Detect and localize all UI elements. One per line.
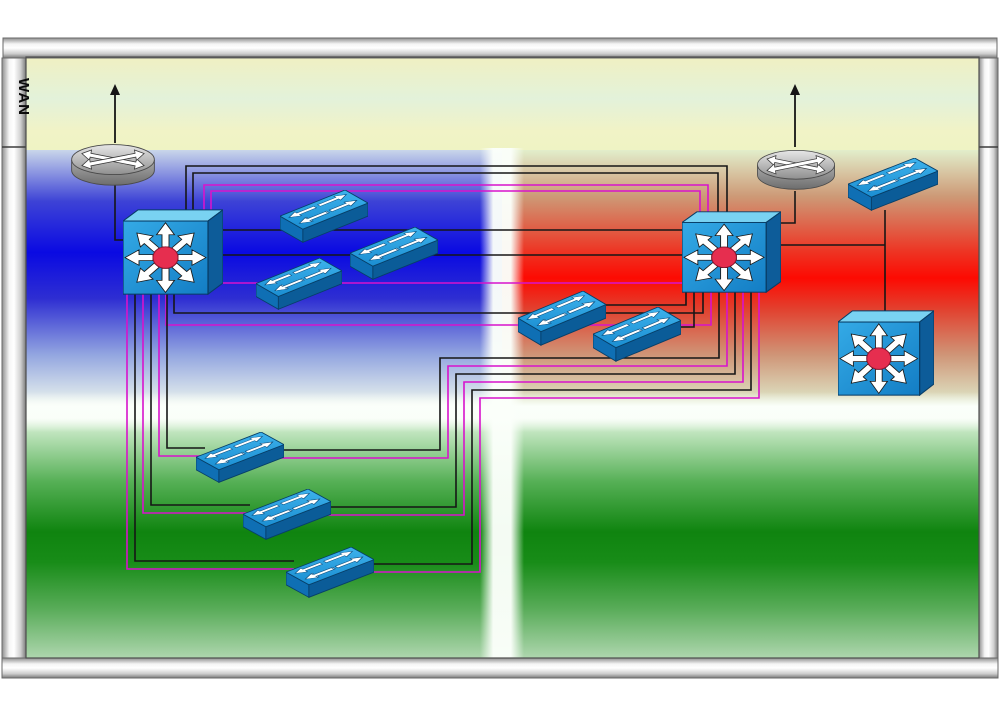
- frame-bottom-bar: [1, 657, 999, 679]
- network-link: [185, 165, 728, 213]
- network-link: [327, 292, 736, 508]
- frame-top-bar: [2, 37, 998, 59]
- network-link: [369, 292, 760, 573]
- router-right[interactable]: [757, 149, 835, 190]
- connection-links: [114, 165, 886, 573]
- network-link: [173, 292, 704, 314]
- network-link: [126, 293, 294, 570]
- content-border: [25, 56, 980, 659]
- wan-zone: [26, 57, 979, 150]
- router-left[interactable]: [71, 144, 155, 186]
- wan-uplink-arrows: [110, 84, 800, 147]
- multilayer-switch-right[interactable]: [682, 211, 781, 293]
- network-link: [327, 292, 744, 516]
- network-link: [280, 292, 720, 451]
- network-link: [203, 184, 709, 213]
- network-link: [778, 191, 796, 224]
- network-link: [602, 292, 687, 306]
- network-link: [150, 293, 250, 506]
- network-link: [158, 293, 205, 457]
- network-link: [280, 292, 728, 459]
- wan-lane-label: WAN: [15, 78, 32, 116]
- vertical-divider-strip: [480, 148, 524, 658]
- network-link: [134, 293, 294, 562]
- frame-right-bar: [978, 57, 999, 659]
- network-link: [210, 190, 701, 213]
- wan-uplink-arrowhead: [110, 84, 120, 95]
- wan-uplink-arrowhead: [790, 84, 800, 95]
- frame-left-bar: [1, 57, 27, 659]
- network-link: [142, 293, 250, 514]
- blue-zone: [26, 150, 502, 406]
- network-link: [192, 172, 719, 213]
- network-link: [369, 292, 752, 565]
- multilayer-switch-left[interactable]: [123, 209, 223, 295]
- network-link: [165, 292, 712, 326]
- network-link: [166, 293, 205, 449]
- network-link: [676, 292, 695, 328]
- multilayer-switch-far-right[interactable]: [838, 310, 934, 396]
